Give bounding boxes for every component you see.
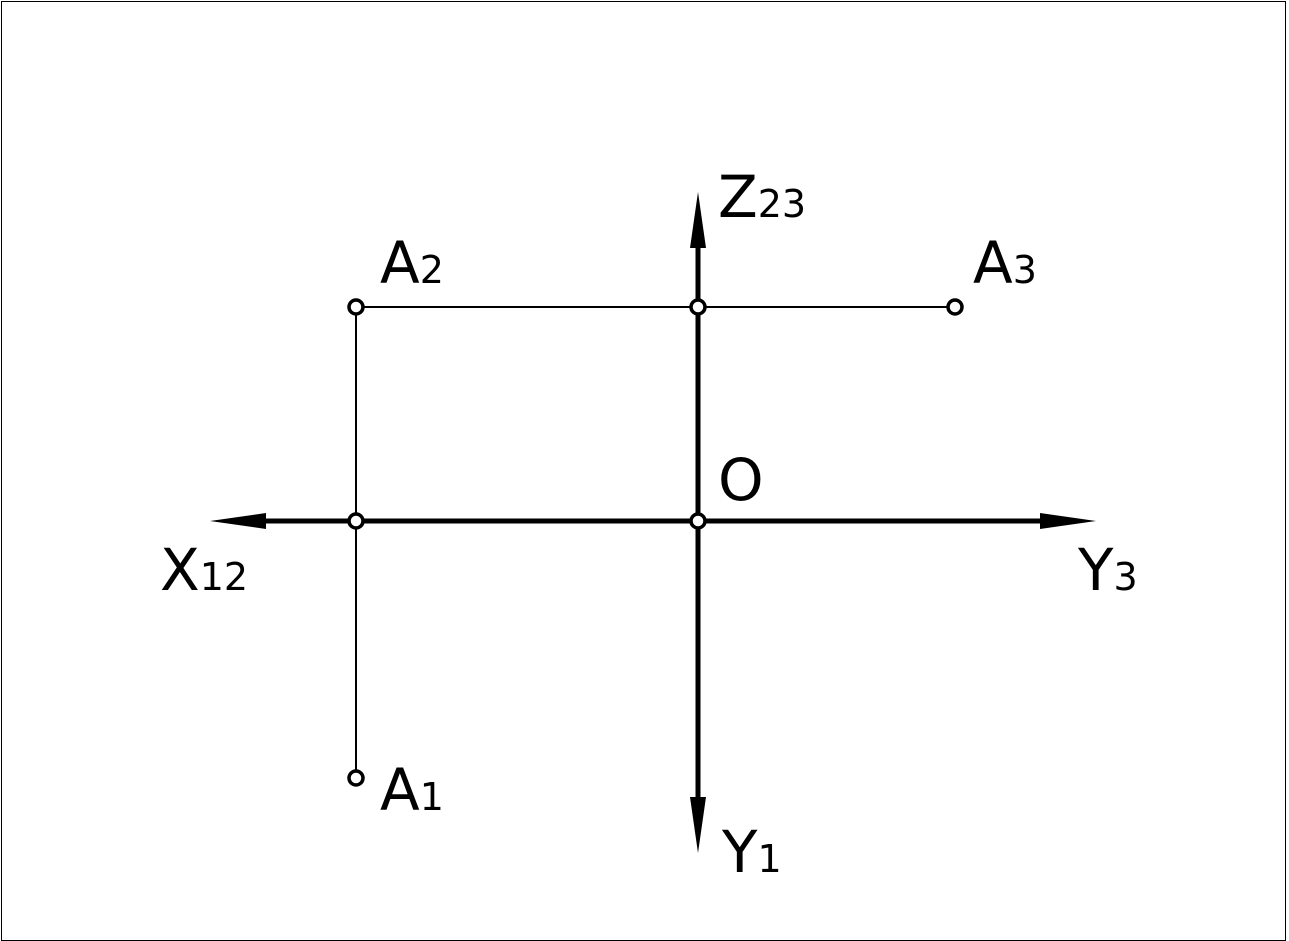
y1-axis-label: Y1: [721, 818, 782, 886]
point-z-intersection: [689, 298, 707, 316]
point-a2: [347, 298, 365, 316]
z-axis-label: Z23: [718, 163, 806, 231]
point-a1: [347, 769, 365, 787]
a2-label: A2: [380, 229, 444, 297]
z-axis-arrowhead: [690, 192, 706, 248]
a3-label: A3: [973, 229, 1037, 297]
x-axis-arrowhead: [210, 513, 266, 529]
y3-axis-label: Y3: [1077, 536, 1138, 604]
point-origin: [689, 512, 707, 530]
y3-axis-arrowhead: [1040, 513, 1096, 529]
origin-label: O: [718, 446, 764, 514]
a1-label: A1: [380, 756, 444, 824]
point-x-intersection: [347, 512, 365, 530]
y1-axis-arrowhead: [690, 797, 706, 853]
point-a3: [946, 298, 964, 316]
x-axis-label: X12: [160, 536, 248, 604]
